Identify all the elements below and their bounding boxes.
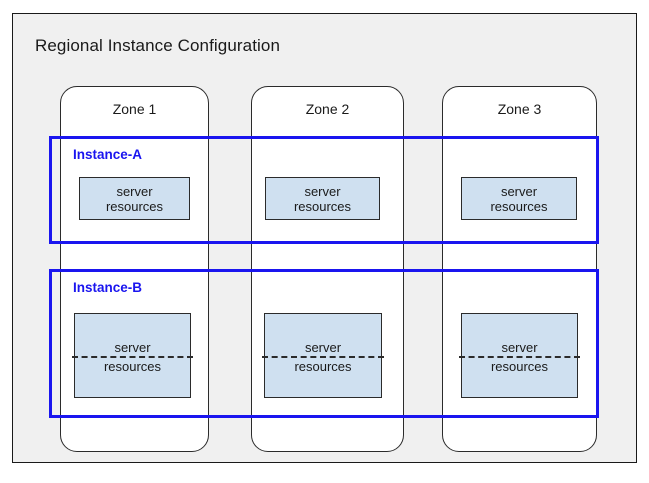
resource-label-line2: resources (103, 359, 162, 374)
resource-box-a1[interactable]: server resources (79, 177, 190, 220)
resource-label-line1: server (501, 340, 538, 355)
resource-label-line2: resources (490, 198, 548, 214)
resource-box-b2[interactable]: server resources (262, 313, 384, 398)
resource-divider-dashed-icon (72, 356, 193, 358)
resource-label-line1: server (304, 340, 342, 355)
zone-title-2: Zone 2 (305, 101, 350, 117)
resource-box-a2[interactable]: server resources (265, 177, 380, 220)
zone-title-1: Zone 1 (112, 101, 157, 117)
resource-divider-dashed-icon (459, 356, 580, 358)
resource-divider-dashed-icon (262, 356, 384, 358)
resource-label-line2: resources (293, 198, 352, 214)
resource-label-line2: resources (294, 359, 352, 374)
resource-box-b3[interactable]: server resources (459, 313, 580, 398)
resource-label-line1: server (114, 340, 151, 355)
zone-title-3: Zone 3 (497, 101, 542, 117)
resource-label-line1: server (500, 183, 538, 199)
resource-label-line2: resources (105, 198, 164, 214)
resource-label-line1: server (116, 183, 153, 199)
region-panel: Regional Instance Configuration Zone 1 Z… (12, 13, 637, 463)
page-title: Regional Instance Configuration (35, 36, 281, 55)
resource-box-b1[interactable]: server resources (72, 313, 193, 398)
resource-box-a3[interactable]: server resources (461, 177, 577, 220)
resource-label-line2: resources (490, 359, 549, 374)
resource-label-line1: server (304, 183, 341, 199)
